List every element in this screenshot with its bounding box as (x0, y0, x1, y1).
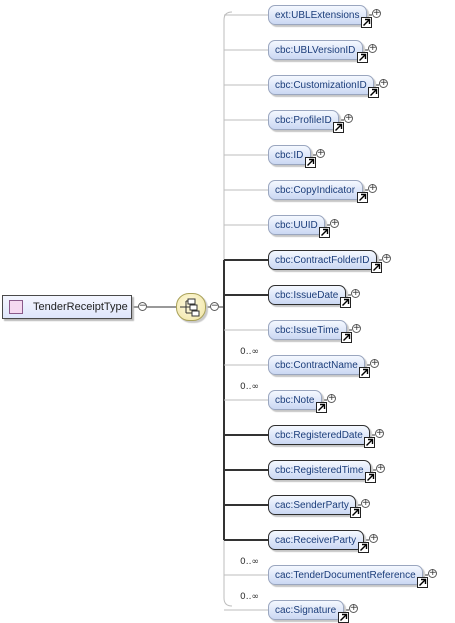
schema-element[interactable]: ext:UBLExtensions (268, 5, 367, 25)
expand-icon[interactable]: + (344, 113, 353, 123)
schema-element[interactable]: cbc:UUID (268, 215, 325, 235)
schema-element[interactable]: cbc:RegisteredTime (268, 460, 371, 480)
reference-arrow-icon (350, 507, 361, 518)
element-label: cbc:UUID (275, 220, 318, 231)
expand-icon[interactable]: + (361, 498, 370, 508)
bus-top-corner (223, 11, 233, 21)
schema-element[interactable]: cbc:UBLVersionID (268, 40, 363, 60)
element-label: ext:UBLExtensions (275, 10, 360, 21)
reference-arrow-icon (319, 227, 330, 238)
reference-arrow-icon (371, 262, 382, 273)
schema-element[interactable]: cbc:IssueTime (268, 320, 347, 340)
element-label: cbc:CustomizationID (275, 80, 367, 91)
element-label: cbc:RegisteredTime (275, 465, 364, 476)
schema-element[interactable]: cbc:ID (268, 145, 311, 165)
schema-element[interactable]: cbc:ProfileID (268, 110, 339, 130)
root-type-node[interactable]: TenderReceiptType (2, 295, 132, 319)
reference-arrow-icon (417, 577, 428, 588)
root-type-label: TenderReceiptType (33, 301, 128, 313)
element-label: cac:SenderParty (275, 500, 349, 511)
reference-arrow-icon (359, 367, 370, 378)
expand-icon[interactable]: + (379, 78, 388, 88)
reference-arrow-icon (340, 297, 351, 308)
schema-element[interactable]: cbc:ContractFolderID (268, 250, 377, 270)
element-label: cbc:Note (275, 395, 315, 406)
expand-icon[interactable]: + (327, 393, 336, 403)
expand-icon[interactable]: + (352, 323, 361, 333)
element-label: cac:Signature (275, 605, 337, 616)
occurrence-label: 0..∞ (240, 592, 259, 602)
schema-element[interactable]: cbc:Note (268, 390, 322, 410)
element-label: cac:ReceiverParty (275, 535, 357, 546)
schema-element[interactable]: cac:SenderParty (268, 495, 356, 515)
expand-icon[interactable]: + (375, 428, 384, 438)
schema-element[interactable]: cbc:ContractName (268, 355, 365, 375)
element-label: cbc:IssueTime (275, 325, 340, 336)
occurrence-label: 0..∞ (240, 347, 259, 357)
expand-icon[interactable]: + (351, 288, 360, 298)
expand-icon[interactable]: + (370, 358, 379, 368)
reference-arrow-icon (365, 472, 376, 483)
reference-arrow-icon (358, 542, 369, 553)
reference-arrow-icon (364, 437, 375, 448)
schema-element[interactable]: cac:ReceiverParty (268, 530, 364, 550)
reference-arrow-icon (357, 52, 368, 63)
expand-icon[interactable]: + (316, 148, 325, 158)
expand-icon[interactable]: + (382, 253, 391, 263)
expand-icon[interactable]: + (330, 218, 339, 228)
expand-icon[interactable]: + (372, 8, 381, 18)
expand-icon[interactable]: + (368, 183, 377, 193)
reference-arrow-icon (368, 87, 379, 98)
schema-element[interactable]: cbc:IssueDate (268, 285, 346, 305)
expand-icon[interactable]: + (428, 568, 437, 578)
occurrence-label: 0..∞ (240, 382, 259, 392)
element-label: cbc:UBLVersionID (275, 45, 356, 56)
reference-arrow-icon (338, 612, 349, 623)
element-label: cbc:ProfileID (275, 115, 332, 126)
bus-bottom-corner (223, 597, 233, 607)
element-label: cbc:CopyIndicator (275, 185, 356, 196)
expand-icon[interactable]: + (349, 603, 358, 613)
element-label: cac:TenderDocumentReference (275, 570, 416, 581)
reference-arrow-icon (361, 17, 372, 28)
schema-element[interactable]: cac:TenderDocumentReference (268, 565, 423, 585)
element-label: cbc:ContractFolderID (275, 255, 370, 266)
reference-arrow-icon (316, 402, 327, 413)
schema-element[interactable]: cbc:RegisteredDate (268, 425, 370, 445)
reference-arrow-icon (357, 192, 368, 203)
element-label: cbc:RegisteredDate (275, 430, 363, 441)
schema-element[interactable]: cbc:CustomizationID (268, 75, 374, 95)
element-label: cbc:ContractName (275, 360, 358, 371)
element-label: cbc:IssueDate (275, 290, 339, 301)
expand-icon[interactable]: + (369, 533, 378, 543)
root-collapse-icon[interactable]: − (138, 301, 147, 311)
expand-icon[interactable]: + (368, 43, 377, 53)
schema-element[interactable]: cac:Signature (268, 600, 344, 620)
sequence-compositor-icon (180, 298, 200, 317)
complex-type-icon (9, 300, 23, 314)
reference-arrow-icon (333, 122, 344, 133)
sequence-compositor[interactable] (176, 293, 206, 321)
sequence-collapse-icon[interactable]: − (210, 301, 219, 311)
schema-element[interactable]: cbc:CopyIndicator (268, 180, 363, 200)
element-label: cbc:ID (275, 150, 304, 161)
expand-icon[interactable]: + (376, 463, 385, 473)
reference-arrow-icon (341, 332, 352, 343)
occurrence-label: 0..∞ (240, 557, 259, 567)
reference-arrow-icon (305, 157, 316, 168)
